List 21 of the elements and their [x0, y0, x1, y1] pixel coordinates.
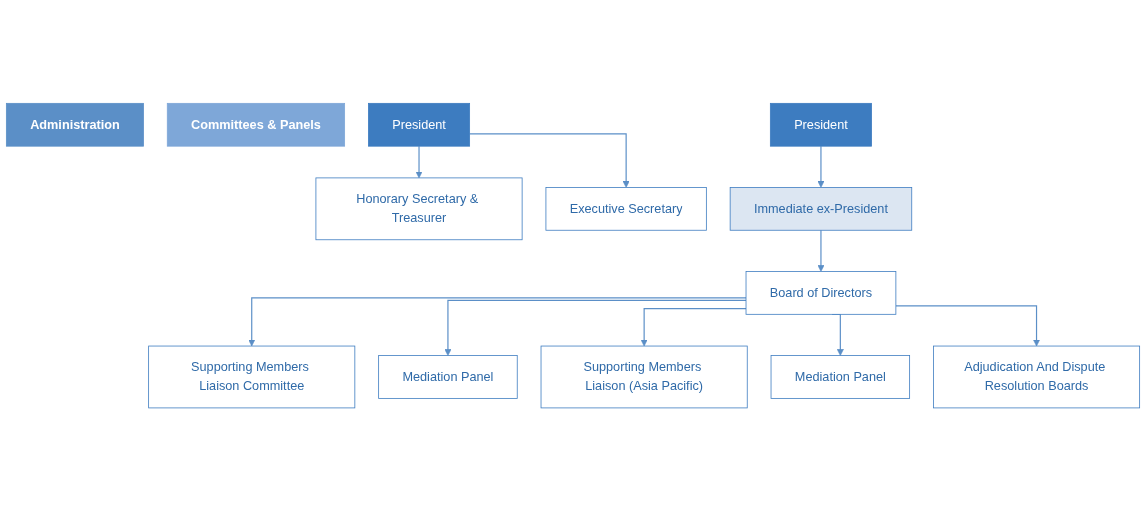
arrow	[895, 305, 1040, 347]
node-box: Mediation Panel	[378, 355, 518, 399]
arrow	[640, 307, 747, 347]
node-box: Executive Secretary	[545, 186, 707, 231]
node-box: Honorary Secretary & Treasurer	[315, 177, 523, 241]
arrow	[415, 145, 423, 179]
node-box: Supporting Members Liaison Committee	[148, 345, 356, 409]
arrow	[469, 133, 630, 188]
arrow	[817, 145, 825, 188]
node-box: President	[368, 102, 470, 147]
node-box: Committees & Panels	[166, 102, 346, 147]
arrow	[248, 297, 747, 347]
node-box: Mediation Panel	[770, 355, 911, 399]
arrow	[444, 299, 747, 356]
node-box: Immediate ex-President	[729, 186, 913, 231]
node-box: Supporting Members Liaison (Asia Pacific)	[540, 345, 748, 409]
node-box: Board of Directors	[745, 270, 897, 315]
arrow	[817, 229, 825, 272]
node-box: Administration	[5, 102, 144, 147]
node-box: President	[769, 102, 872, 147]
node-box: Adjudication And Dispute Resolution Boards	[933, 345, 1141, 409]
